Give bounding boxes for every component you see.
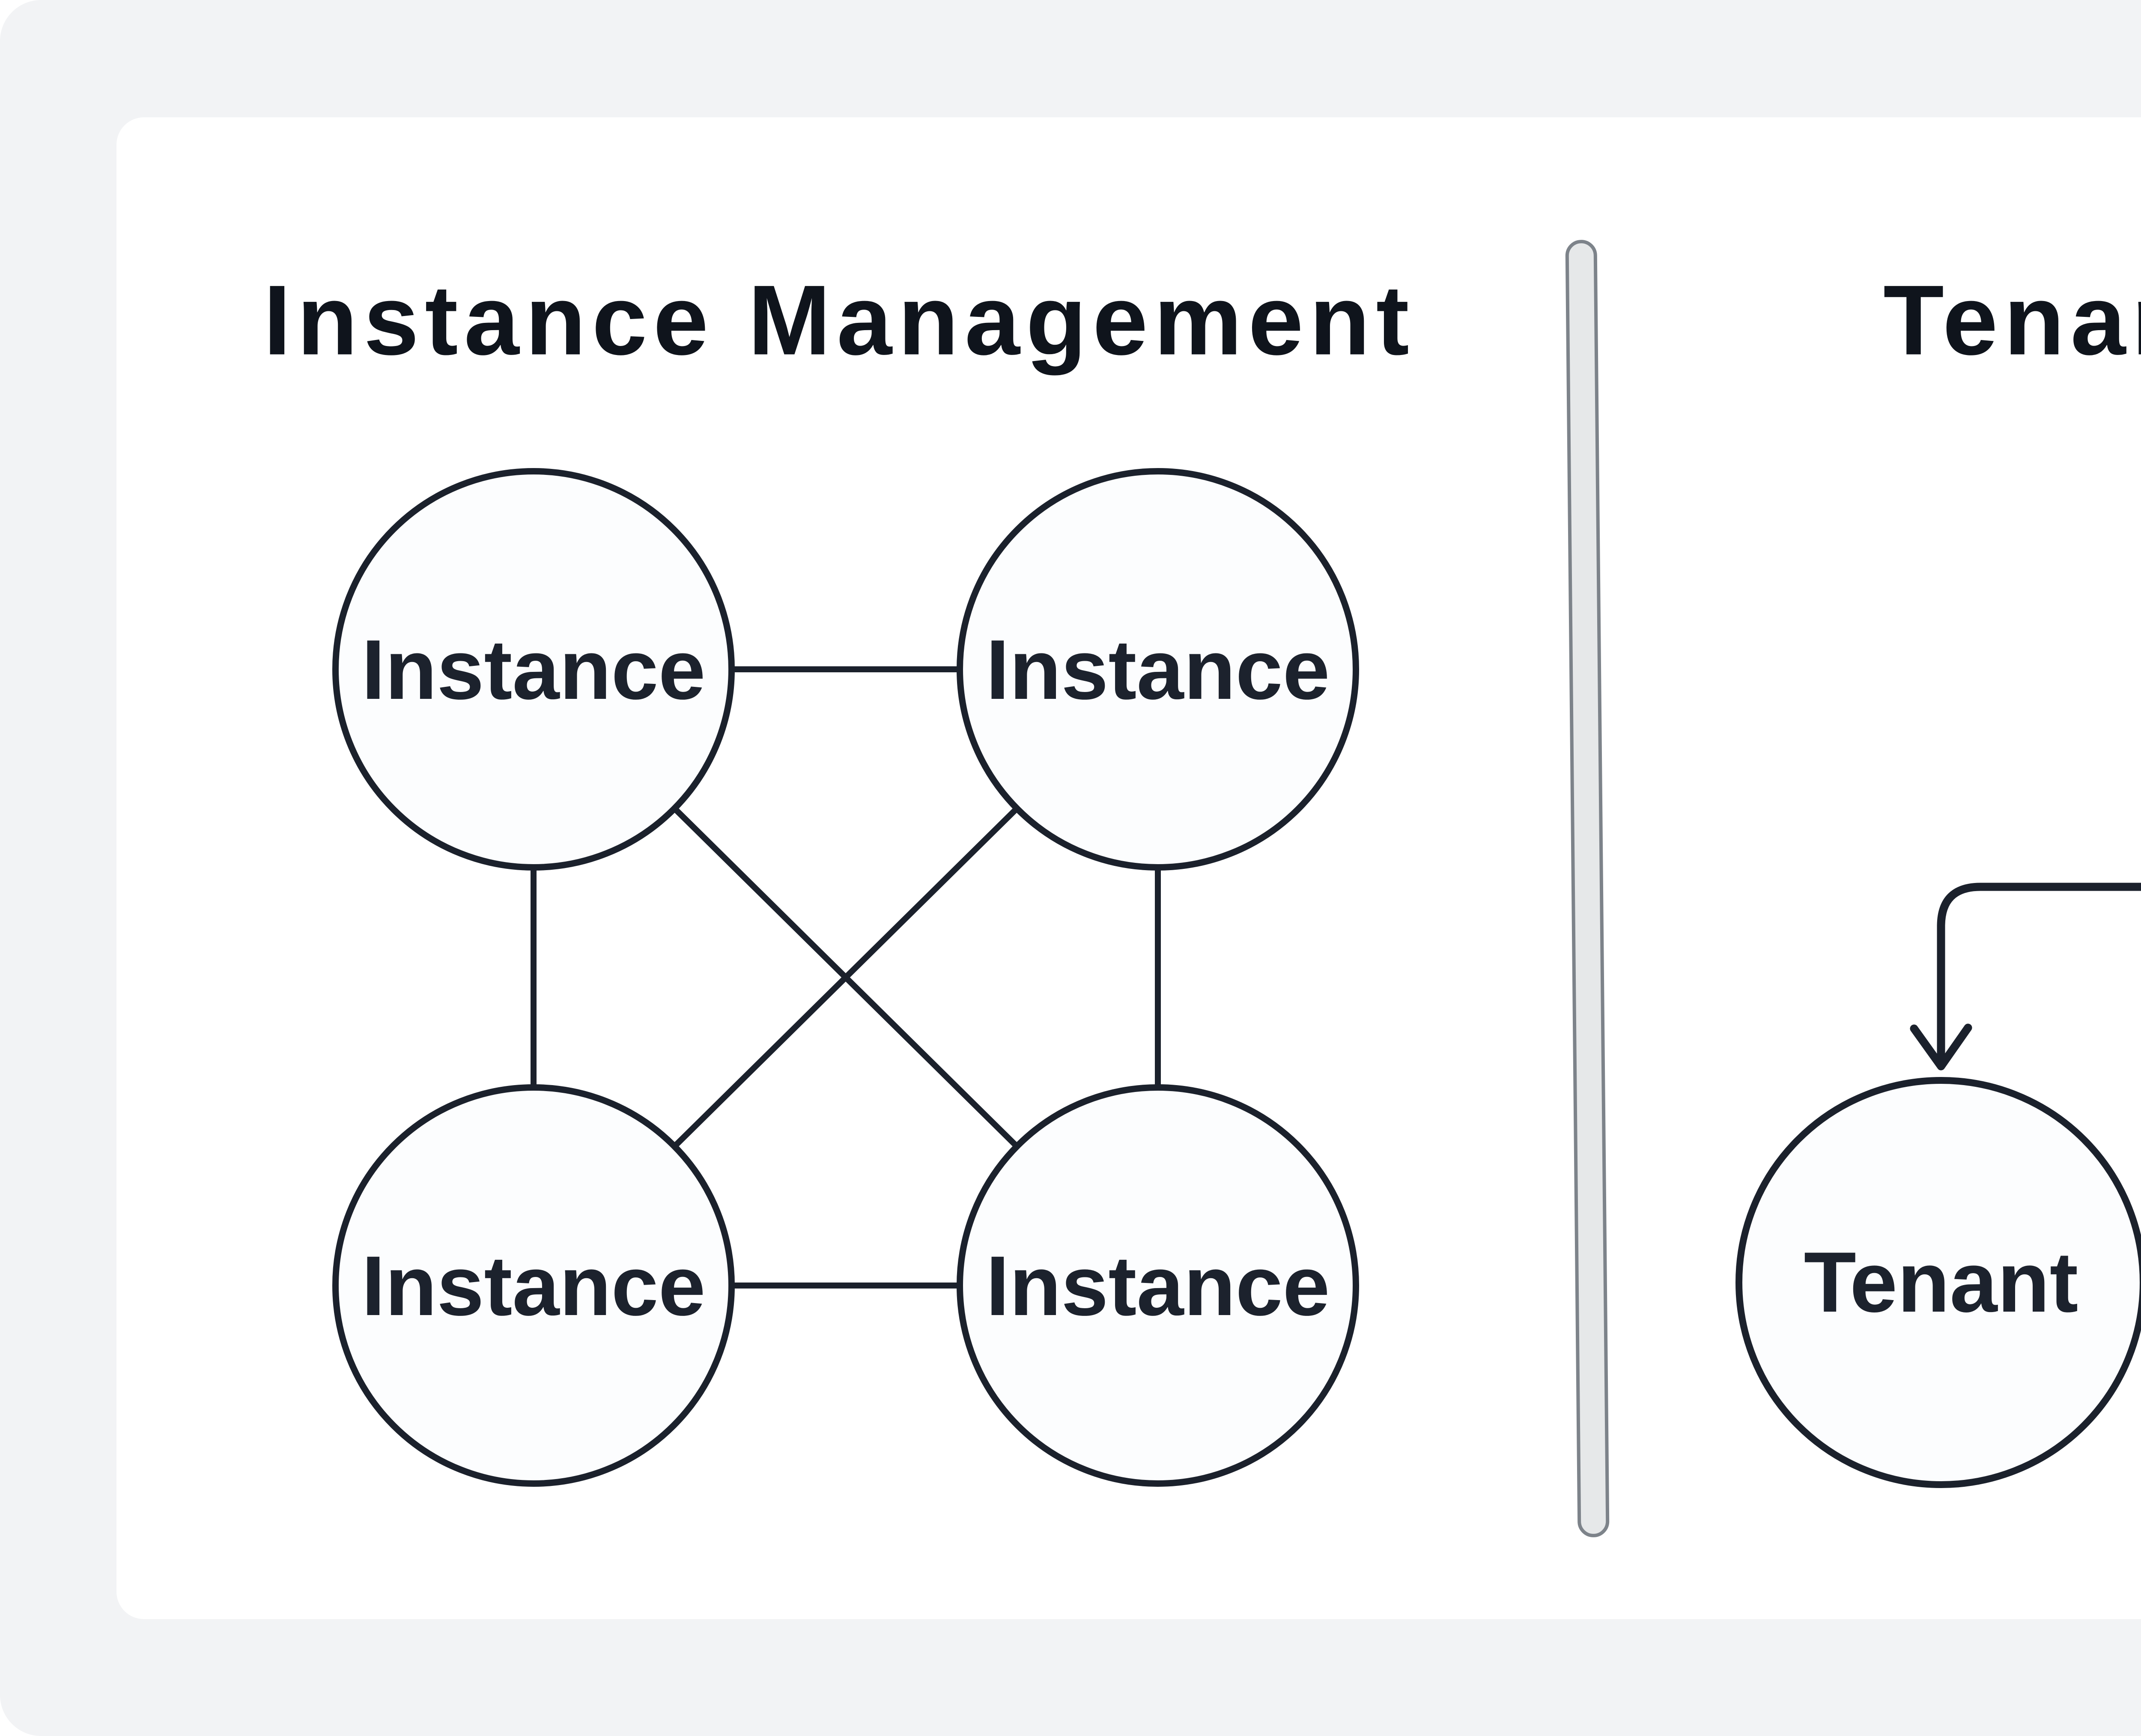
instance-node-bottom-left: Instance [332, 1084, 735, 1487]
right-panel-title: Tenant Management [1883, 265, 2141, 376]
instance-node-bottom-right: Instance [957, 1084, 1359, 1487]
instance-node-top-right: Instance [957, 468, 1359, 871]
instance-node-label: Instance [986, 622, 1330, 717]
instance-node-label: Instance [361, 1238, 706, 1333]
left-panel-title: Instance Management [263, 265, 1415, 376]
tenant-node-left: Tenant [1735, 1077, 2141, 1488]
arrowhead-left-icon [1910, 1023, 1972, 1071]
tenant-node-label: Tenant [1804, 1235, 2078, 1330]
instance-node-top-left: Instance [332, 468, 735, 871]
tenant-elbow-connector [1937, 883, 2141, 1067]
instance-node-label: Instance [986, 1238, 1330, 1333]
instance-node-label: Instance [361, 622, 706, 717]
